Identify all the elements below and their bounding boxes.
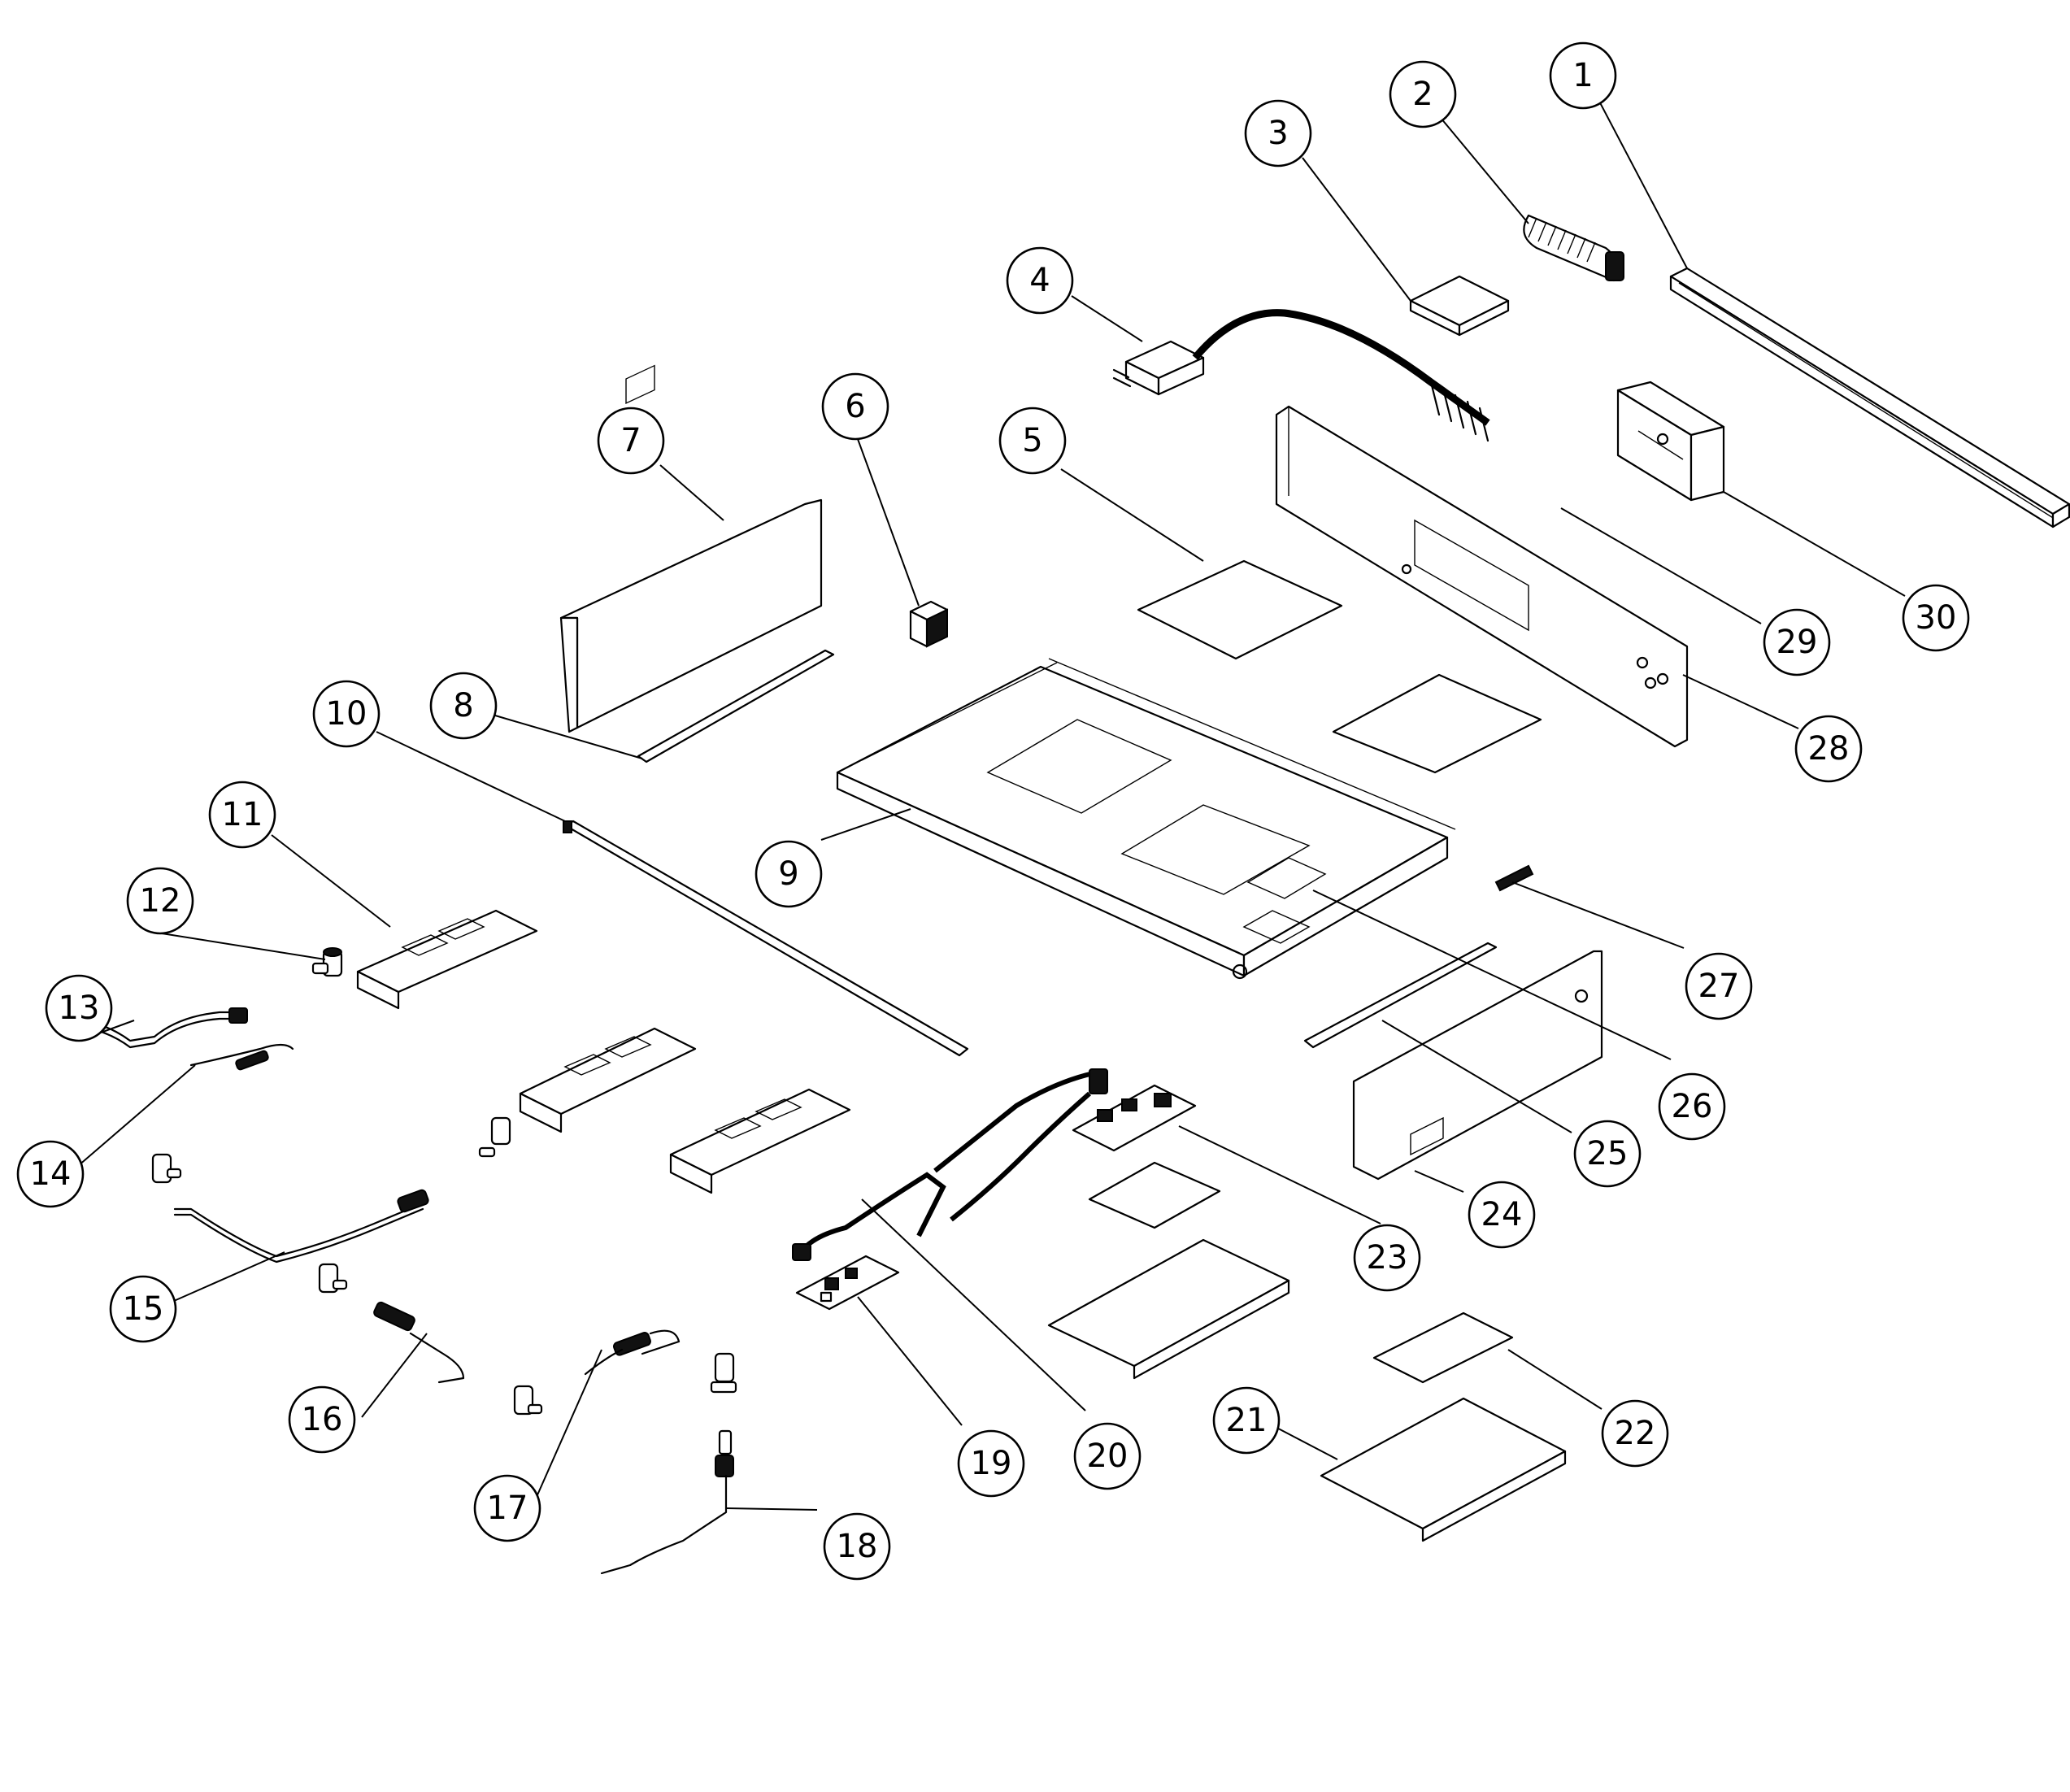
callout-11: 11	[208, 781, 276, 849]
callout-20-label: 20	[1087, 1438, 1128, 1475]
part-23-main-board	[1072, 1084, 1197, 1152]
part-21-lower-tray	[1320, 1397, 1567, 1542]
callout-22-label: 22	[1615, 1415, 1656, 1452]
valve-e	[710, 1352, 737, 1394]
callout-12: 12	[126, 867, 194, 935]
part-1-rail	[1669, 267, 2070, 528]
callout-13: 13	[45, 974, 113, 1042]
valve-b	[478, 1116, 511, 1158]
part-11-bracket	[356, 909, 538, 1010]
callout-24-label: 24	[1481, 1196, 1523, 1233]
callout-17: 17	[473, 1474, 541, 1542]
callout-9-label: 9	[778, 855, 798, 893]
callout-3-label: 3	[1268, 115, 1288, 152]
part-6-switch	[909, 600, 949, 648]
part-18-tube	[600, 1429, 734, 1575]
callout-5-label: 5	[1022, 422, 1042, 459]
callout-2: 2	[1389, 60, 1457, 128]
part-25-strip	[1303, 942, 1498, 1049]
callout-7: 7	[597, 407, 665, 475]
callout-29-label: 29	[1776, 624, 1818, 661]
part-12-valve	[311, 947, 343, 977]
callout-10-label: 10	[326, 695, 367, 733]
leader-lines	[72, 93, 1906, 1511]
callout-26: 26	[1658, 1072, 1726, 1141]
callout-27: 27	[1685, 952, 1753, 1020]
part-9-base-tray	[836, 658, 1456, 980]
callout-11-label: 11	[222, 796, 263, 833]
callout-25: 25	[1573, 1120, 1642, 1188]
part-8-strip	[637, 649, 835, 763]
part-17-tube	[584, 1329, 681, 1376]
part-3-cover	[1409, 275, 1510, 337]
callout-13-label: 13	[59, 990, 100, 1027]
callout-16-label: 16	[302, 1401, 343, 1438]
part-15-tube	[173, 1189, 429, 1264]
callout-30: 30	[1902, 584, 1970, 652]
part-30-box-bracket	[1616, 381, 1725, 502]
callout-7-label: 7	[620, 422, 641, 459]
part-10-rod	[563, 820, 969, 1057]
part-4-junction-box-harness	[1112, 309, 1490, 442]
callout-6: 6	[821, 372, 889, 441]
callout-22: 22	[1601, 1399, 1669, 1468]
callout-14: 14	[16, 1140, 85, 1208]
part-5-plates	[1137, 559, 1542, 774]
callout-24: 24	[1468, 1181, 1536, 1249]
valve-a	[151, 1153, 182, 1184]
callout-29: 29	[1763, 608, 1831, 676]
callout-3: 3	[1244, 99, 1312, 167]
callout-1: 1	[1549, 41, 1617, 110]
callout-14-label: 14	[30, 1155, 72, 1193]
callout-19: 19	[957, 1429, 1025, 1498]
callout-27-label: 27	[1698, 968, 1740, 1005]
part-7-side-panel	[559, 364, 823, 733]
callout-4-label: 4	[1029, 262, 1050, 299]
part-24-side-panel	[1352, 950, 1603, 1181]
callout-18: 18	[823, 1512, 891, 1581]
callout-5: 5	[998, 407, 1067, 475]
callout-28-label: 28	[1808, 730, 1850, 768]
bracket-lower	[669, 1088, 851, 1194]
part-16-tube	[373, 1301, 465, 1384]
lower-tray-middle	[1047, 1238, 1290, 1380]
callout-1-label: 1	[1572, 57, 1593, 94]
part-2-blower-wheel	[1523, 214, 1624, 282]
part-27-terminal-block	[1494, 864, 1534, 892]
callout-30-label: 30	[1916, 599, 1957, 637]
callout-8: 8	[429, 672, 498, 740]
callout-2-label: 2	[1412, 76, 1433, 113]
part-19-control-board	[795, 1255, 900, 1311]
callout-15-label: 15	[123, 1290, 164, 1328]
callout-9: 9	[755, 840, 823, 908]
callout-4: 4	[1006, 246, 1074, 315]
callout-15: 15	[109, 1275, 177, 1343]
valve-d	[513, 1385, 543, 1416]
part-28-rear-panel	[1275, 405, 1689, 748]
bracket-middle	[519, 1027, 697, 1133]
callout-21: 21	[1212, 1386, 1281, 1455]
callout-10: 10	[312, 680, 381, 748]
callout-8-label: 8	[453, 687, 473, 724]
callout-16: 16	[288, 1385, 356, 1454]
callout-28: 28	[1794, 715, 1863, 783]
callout-6-label: 6	[845, 388, 865, 425]
callout-12-label: 12	[140, 882, 181, 920]
callout-23: 23	[1353, 1224, 1421, 1292]
callout-25-label: 25	[1587, 1135, 1629, 1172]
callout-19-label: 19	[971, 1445, 1012, 1482]
callout-18-label: 18	[837, 1528, 878, 1565]
board-cover-plate	[1088, 1161, 1221, 1229]
valve-c	[318, 1263, 348, 1294]
part-22-plate	[1372, 1311, 1514, 1384]
callout-23-label: 23	[1367, 1239, 1408, 1277]
callout-17-label: 17	[487, 1490, 528, 1527]
part-14-tube	[189, 1043, 294, 1071]
callout-20: 20	[1073, 1422, 1142, 1490]
callout-26-label: 26	[1672, 1088, 1713, 1125]
part-20-wire-harness	[792, 1068, 1108, 1261]
callout-21-label: 21	[1226, 1402, 1268, 1439]
